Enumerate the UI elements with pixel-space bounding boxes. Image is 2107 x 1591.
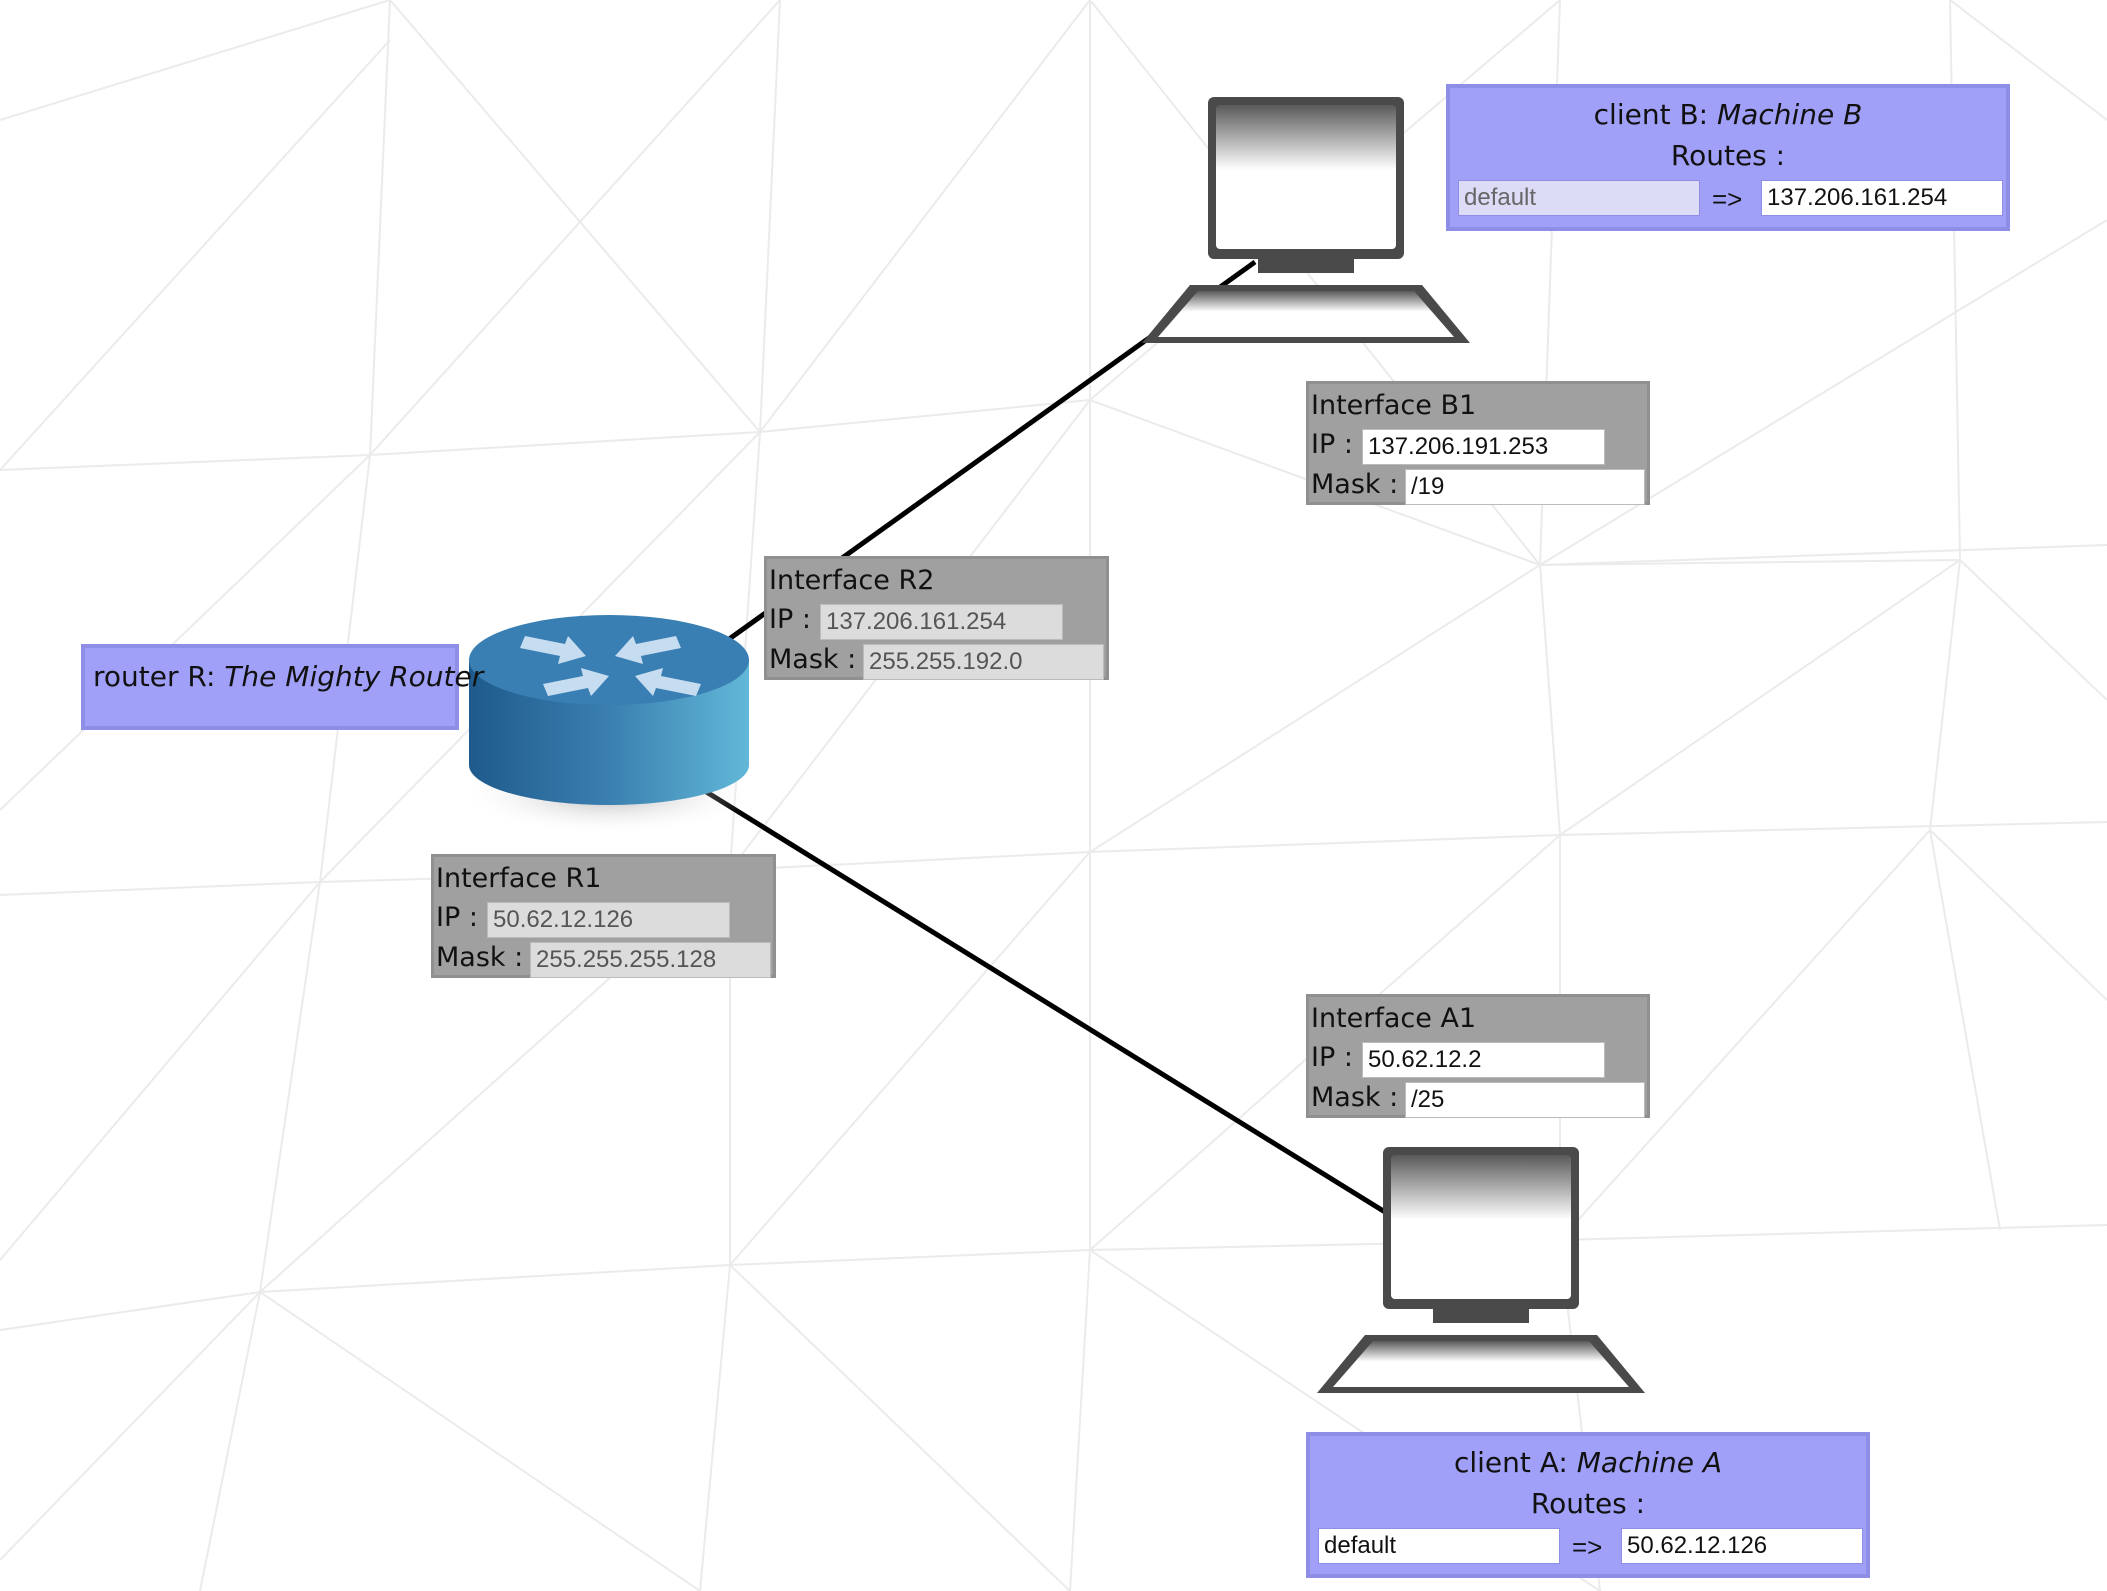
routes-title: Routes : (1670, 139, 1786, 172)
client-b-label[interactable]: client B: Machine B Routes : => (1446, 84, 2010, 231)
computer-icon[interactable] (1138, 95, 1474, 350)
ip-input[interactable] (1362, 429, 1605, 465)
client-a-kind: client A: (1453, 1446, 1568, 1479)
route-destination-input (1458, 180, 1700, 216)
interface-a1-panel[interactable]: Interface A1 IP : Mask : (1306, 994, 1650, 1118)
router-icon[interactable] (440, 600, 770, 845)
mask-label: Mask : (1311, 1082, 1399, 1113)
interface-title: Interface A1 (1311, 1003, 1477, 1034)
interface-r1-panel[interactable]: Interface R1 IP : Mask : (431, 854, 776, 978)
routes-title: Routes : (1530, 1487, 1646, 1520)
router-label[interactable]: router R: The Mighty Router (81, 644, 483, 730)
mask-input (530, 942, 771, 978)
mask-input (863, 644, 1104, 680)
ip-label: IP : (1311, 1042, 1353, 1073)
interface-b1-panel[interactable]: Interface B1 IP : Mask : (1306, 381, 1650, 505)
ip-label: IP : (769, 604, 811, 635)
route-arrow: => (1712, 184, 1743, 214)
interface-title: Interface R2 (769, 565, 935, 596)
mask-input[interactable] (1405, 1082, 1645, 1118)
router-name: The Mighty Router (224, 660, 484, 693)
route-row: => (1310, 1528, 1866, 1568)
client-b-kind: client B: (1593, 98, 1709, 131)
ip-input (487, 902, 730, 938)
mask-input[interactable] (1405, 469, 1645, 505)
computer-icon[interactable] (1313, 1145, 1649, 1400)
mask-label: Mask : (436, 942, 524, 973)
client-a-name: Machine A (1576, 1446, 1723, 1479)
ip-label: IP : (1311, 429, 1353, 460)
mask-label: Mask : (1311, 469, 1399, 500)
link-router-to-machine-a (698, 785, 1387, 1215)
interface-r2-panel[interactable]: Interface R2 IP : Mask : (764, 556, 1109, 680)
ip-label: IP : (436, 902, 478, 933)
route-row: => (1450, 180, 2006, 220)
route-arrow: => (1572, 1532, 1603, 1562)
ip-input (820, 604, 1063, 640)
interface-title: Interface B1 (1311, 390, 1477, 421)
router-kind: router R: (93, 660, 216, 693)
interface-title: Interface R1 (436, 863, 602, 894)
client-a-label[interactable]: client A: Machine A Routes : => (1306, 1432, 1870, 1578)
route-gateway-input[interactable] (1761, 180, 2003, 216)
client-b-name: Machine B (1717, 98, 1863, 131)
route-gateway-input[interactable] (1621, 1528, 1863, 1564)
mask-label: Mask : (769, 644, 857, 675)
ip-input[interactable] (1362, 1042, 1605, 1078)
route-destination-input[interactable] (1318, 1528, 1560, 1564)
